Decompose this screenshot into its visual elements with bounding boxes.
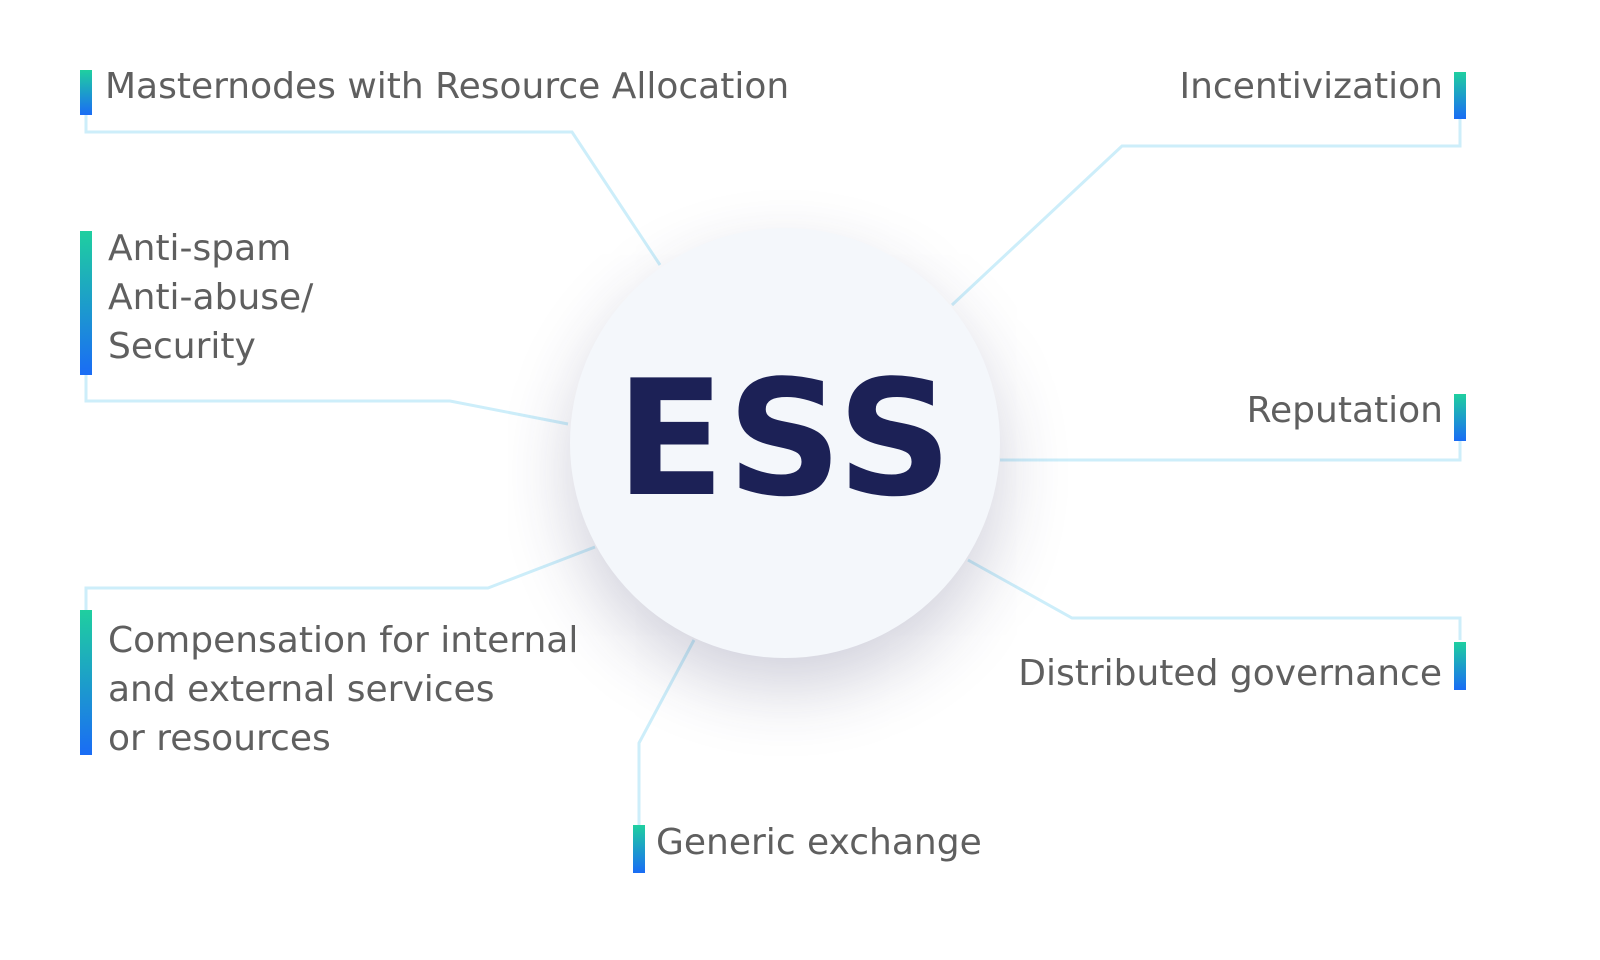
node-anti-spam: Anti-spam Anti-abuse/ Security — [108, 228, 314, 367]
center-label: ESS — [615, 344, 955, 532]
node-distributed-governance: Distributed governance — [1018, 653, 1442, 694]
center-circle: ESS — [570, 228, 1000, 658]
accent-bar — [80, 70, 92, 115]
accent-bar — [80, 231, 92, 375]
accent-bar — [1454, 642, 1466, 690]
node-compensation: Compensation for internal and external s… — [108, 620, 579, 759]
connector-generic-exchange — [637, 639, 696, 825]
connector-governance — [967, 558, 1462, 640]
connector-masternodes — [84, 115, 662, 266]
connector-incentivization — [950, 118, 1462, 307]
connector-anti-spam — [84, 375, 569, 426]
node-masternodes: Masternodes with Resource Allocation — [105, 66, 790, 107]
connector-compensation — [84, 545, 596, 610]
node-incentivization: Incentivization — [1179, 66, 1443, 107]
node-reputation: Reputation — [1246, 390, 1443, 431]
connector-reputation — [1000, 440, 1462, 462]
accent-bar — [633, 825, 645, 873]
accent-bar — [1454, 72, 1466, 119]
accent-bar — [80, 610, 92, 755]
accent-bar — [1454, 394, 1466, 441]
node-generic-exchange: Generic exchange — [656, 822, 982, 863]
